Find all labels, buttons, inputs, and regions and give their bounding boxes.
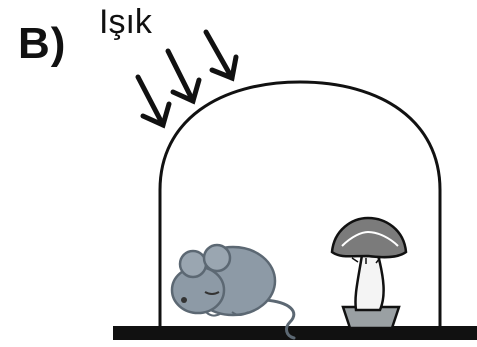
arrow-down-right-icon [135,74,172,129]
mouse-icon [170,243,296,340]
base-platform [113,326,477,340]
light-label: Işık [99,3,152,41]
arrow-down-right-icon [203,29,239,82]
light-arrows [135,29,239,129]
mushroom-plant-icon [330,216,408,330]
panel-label: B) [18,19,67,68]
arrow-down-right-icon [165,48,202,105]
bell-jar-icon [158,80,442,328]
